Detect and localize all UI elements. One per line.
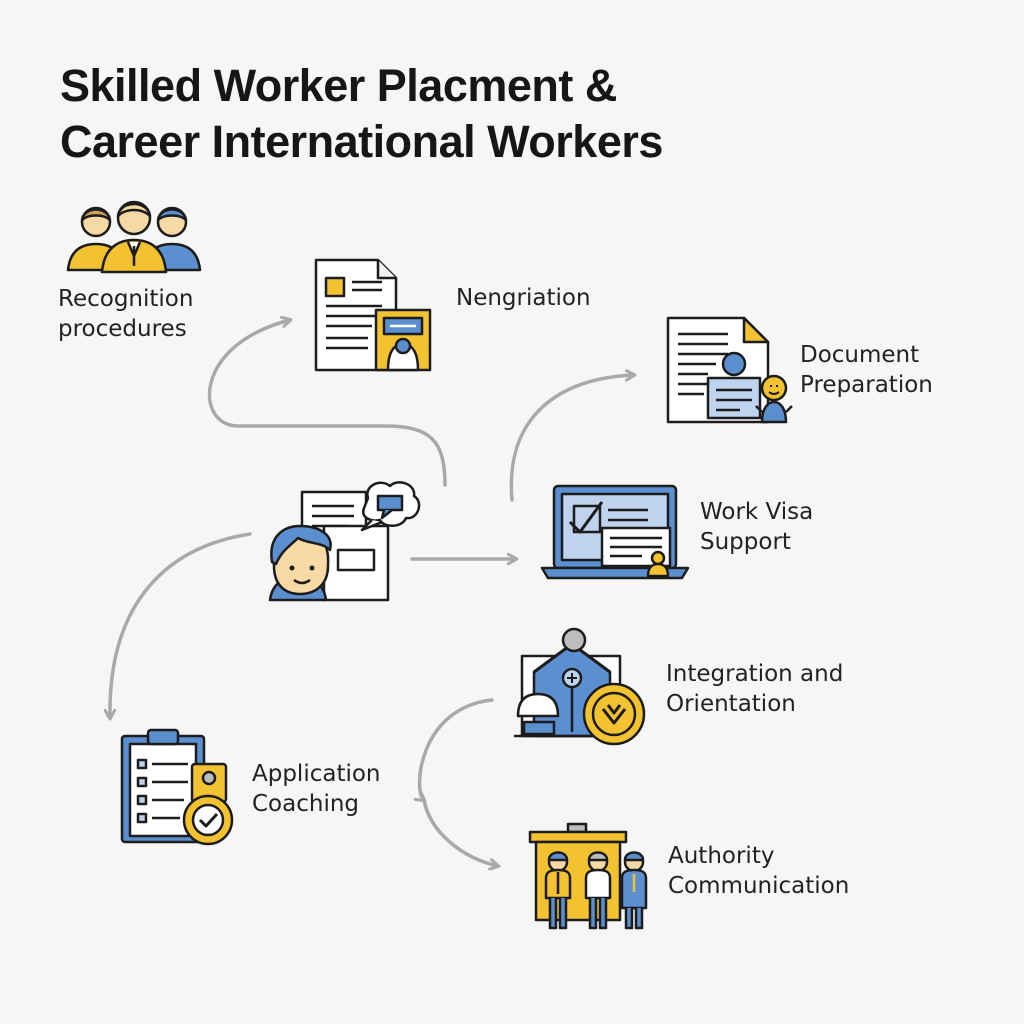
arrow-to-authority	[422, 798, 498, 866]
page-title: Skilled Worker Placment & Career Interna…	[60, 58, 663, 170]
application-label: Application Coaching	[252, 761, 381, 817]
negotiation-label: Nengriation	[456, 285, 591, 311]
team-icon	[66, 200, 202, 274]
visa-label: Work Visa Support	[700, 499, 814, 555]
consultation-chat-icon	[268, 481, 421, 602]
officials-booth-icon	[528, 822, 648, 930]
recognition-label: Recognition procedures	[58, 286, 194, 342]
arrow-to-document	[509, 375, 634, 502]
integration-label: Integration and Orientation	[666, 661, 844, 717]
title-line-1: Skilled Worker Placment &	[60, 60, 617, 111]
clipboard-check-icon	[120, 728, 234, 846]
contract-document-icon	[314, 258, 432, 372]
arrow-to-consultation	[110, 532, 252, 718]
building-badge-icon	[514, 627, 646, 746]
arrow-to-negotiation	[207, 320, 447, 487]
title-line-2: Career International Workers	[60, 116, 663, 167]
document-label: Document Preparation	[800, 342, 933, 398]
document-profile-icon	[666, 316, 793, 424]
arrow-to-integration	[420, 698, 494, 800]
authority-label: Authority Communication	[668, 843, 850, 899]
laptop-visa-icon	[540, 484, 690, 580]
